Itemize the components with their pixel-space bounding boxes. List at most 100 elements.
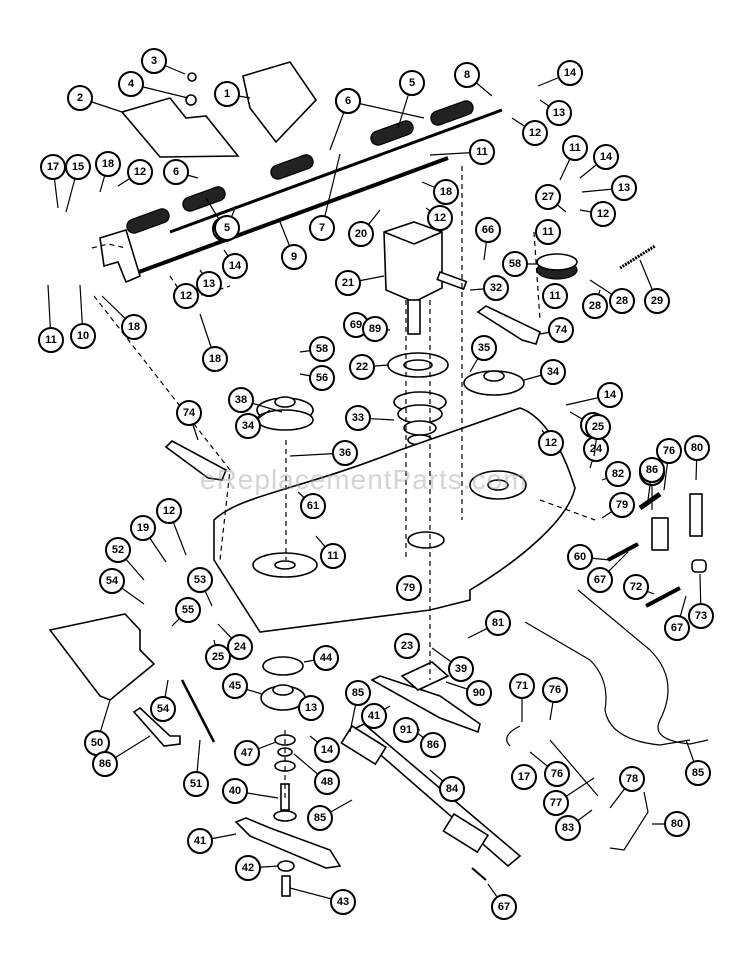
part-callout-43[interactable]: 43 — [289, 887, 356, 915]
part-callout-60[interactable]: 60 — [567, 544, 611, 570]
part-callout-56[interactable]: 56 — [299, 365, 335, 391]
part-callout-36[interactable]: 36 — [289, 440, 358, 466]
part-callout-72[interactable]: 72 — [623, 574, 655, 600]
part-callout-74[interactable]: 74 — [176, 400, 202, 441]
part-callout-11[interactable]: 11 — [38, 284, 64, 353]
part-callout-25[interactable]: 25 — [585, 414, 611, 457]
part-callout-80[interactable]: 80 — [684, 435, 710, 481]
part-callout-42[interactable]: 42 — [235, 855, 279, 881]
part-callout-54[interactable]: 54 — [99, 568, 145, 605]
part-callout-48[interactable]: 48 — [293, 753, 340, 795]
part-callout-14[interactable]: 14 — [537, 60, 583, 87]
part-callout-17[interactable]: 17 — [511, 764, 537, 790]
part-callout-12[interactable]: 12 — [538, 429, 564, 456]
part-callout-22[interactable]: 22 — [349, 354, 389, 380]
part-callout-41[interactable]: 41 — [187, 828, 237, 854]
part-callout-58[interactable]: 58 — [502, 251, 538, 277]
part-callout-71[interactable]: 71 — [509, 673, 535, 722]
part-callout-85[interactable]: 85 — [345, 680, 371, 733]
part-callout-41[interactable]: 41 — [361, 703, 391, 729]
part-callout-27[interactable]: 27 — [535, 184, 567, 213]
part-callout-66[interactable]: 66 — [475, 217, 501, 261]
part-callout-34[interactable]: 34 — [235, 409, 271, 439]
part-callout-32[interactable]: 32 — [469, 275, 509, 301]
part-callout-44[interactable]: 44 — [303, 645, 339, 671]
part-callout-9[interactable]: 9 — [279, 221, 307, 270]
part-callout-18[interactable]: 18 — [95, 151, 121, 193]
part-callout-55[interactable]: 55 — [171, 597, 201, 627]
part-callout-50[interactable]: 50 — [84, 699, 111, 756]
part-callout-78[interactable]: 78 — [609, 766, 645, 809]
part-callout-76[interactable]: 76 — [656, 438, 682, 491]
part-callout-14[interactable]: 14 — [565, 382, 623, 408]
part-callout-3[interactable]: 3 — [141, 48, 186, 75]
part-callout-91[interactable]: 91 — [393, 717, 420, 743]
part-callout-1[interactable]: 1 — [214, 81, 251, 107]
part-callout-14[interactable]: 14 — [579, 144, 619, 179]
part-callout-61[interactable]: 61 — [297, 491, 326, 519]
part-callout-12[interactable]: 12 — [579, 201, 616, 227]
part-callout-5[interactable]: 5 — [397, 70, 425, 129]
part-callout-18[interactable]: 18 — [421, 179, 459, 205]
part-callout-18[interactable]: 18 — [199, 313, 228, 372]
part-callout-12[interactable]: 12 — [425, 205, 453, 231]
part-callout-89[interactable]: 89 — [362, 316, 391, 342]
part-callout-58[interactable]: 58 — [299, 336, 335, 362]
part-callout-13[interactable]: 13 — [196, 269, 222, 297]
part-callout-11[interactable]: 11 — [315, 535, 346, 569]
part-callout-12[interactable]: 12 — [511, 117, 548, 146]
part-callout-11[interactable]: 11 — [429, 139, 495, 165]
part-callout-85[interactable]: 85 — [685, 739, 711, 786]
part-callout-25[interactable]: 25 — [205, 639, 231, 670]
part-callout-76[interactable]: 76 — [542, 677, 568, 721]
part-callout-24[interactable]: 24 — [217, 623, 253, 660]
part-callout-47[interactable]: 47 — [234, 740, 277, 766]
part-callout-7[interactable]: 7 — [309, 153, 341, 241]
part-callout-74[interactable]: 74 — [539, 317, 574, 343]
part-callout-80[interactable]: 80 — [652, 811, 690, 837]
part-callout-11[interactable]: 11 — [559, 135, 588, 181]
part-callout-12[interactable]: 12 — [156, 498, 187, 556]
part-callout-86[interactable]: 86 — [92, 735, 151, 777]
part-callout-21[interactable]: 21 — [335, 270, 385, 296]
part-callout-4[interactable]: 4 — [118, 71, 189, 99]
part-callout-33[interactable]: 33 — [345, 405, 395, 431]
part-callout-67[interactable]: 67 — [487, 883, 517, 920]
part-callout-8[interactable]: 8 — [454, 62, 493, 97]
part-callout-39[interactable]: 39 — [431, 647, 474, 682]
part-callout-6[interactable]: 6 — [163, 159, 199, 185]
part-callout-12[interactable]: 12 — [173, 283, 199, 309]
part-callout-12[interactable]: 12 — [117, 159, 153, 187]
part-callout-11[interactable]: 11 — [535, 219, 561, 245]
part-callout-14[interactable]: 14 — [309, 735, 340, 763]
part-callout-77[interactable]: 77 — [543, 777, 595, 816]
part-callout-15[interactable]: 15 — [65, 154, 91, 213]
part-callout-14[interactable]: 14 — [222, 249, 248, 279]
part-callout-34[interactable]: 34 — [523, 359, 566, 385]
part-callout-51[interactable]: 51 — [183, 739, 209, 797]
part-callout-67[interactable]: 67 — [664, 595, 690, 641]
part-callout-40[interactable]: 40 — [222, 778, 279, 804]
part-callout-86[interactable]: 86 — [415, 731, 446, 758]
part-callout-13[interactable]: 13 — [539, 99, 572, 126]
part-callout-83[interactable]: 83 — [555, 809, 593, 841]
part-callout-6[interactable]: 6 — [335, 88, 425, 119]
part-callout-45[interactable]: 45 — [222, 673, 263, 699]
part-callout-53[interactable]: 53 — [187, 567, 213, 607]
part-callout-85[interactable]: 85 — [307, 799, 353, 831]
part-callout-13[interactable]: 13 — [581, 175, 637, 201]
part-callout-90[interactable]: 90 — [445, 680, 492, 706]
part-callout-28[interactable]: 28 — [582, 289, 608, 319]
part-callout-28[interactable]: 28 — [589, 279, 635, 314]
part-callout-52[interactable]: 52 — [105, 537, 145, 581]
part-callout-86[interactable]: 86 — [639, 457, 665, 501]
part-callout-2[interactable]: 2 — [67, 85, 123, 113]
part-callout-38[interactable]: 38 — [228, 387, 283, 413]
part-callout-79[interactable]: 79 — [601, 492, 635, 519]
part-callout-84[interactable]: 84 — [429, 769, 465, 802]
part-callout-29[interactable]: 29 — [639, 259, 670, 314]
part-callout-54[interactable]: 54 — [150, 679, 176, 722]
part-callout-10[interactable]: 10 — [70, 284, 96, 349]
part-callout-82[interactable]: 82 — [601, 461, 631, 487]
part-callout-81[interactable]: 81 — [467, 610, 511, 639]
